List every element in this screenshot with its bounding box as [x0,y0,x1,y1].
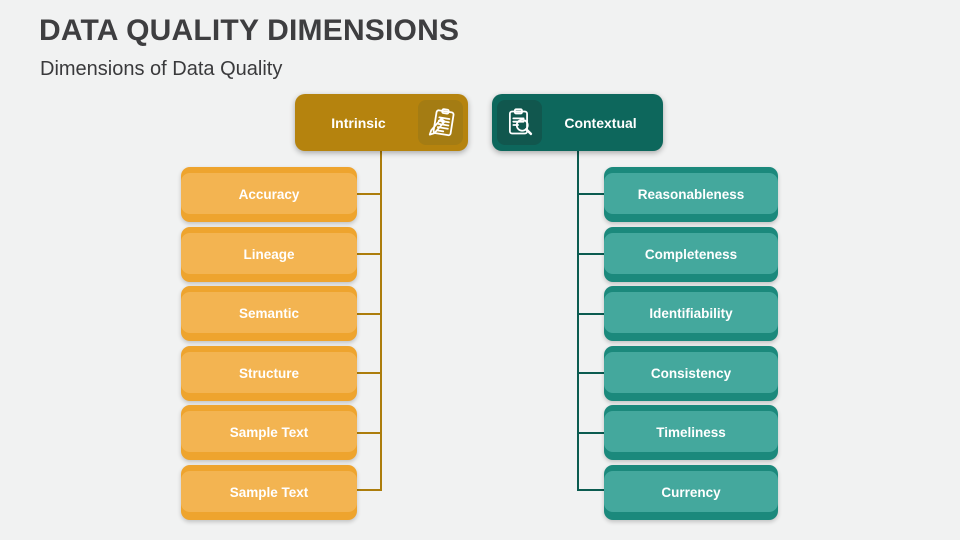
dimension-item: Semantic [181,286,357,341]
dimension-item: Identifiability [604,286,778,341]
notepad-pencil-icon [418,100,463,145]
connector-line [356,372,382,374]
dimension-item-label: Structure [238,366,299,381]
page-subtitle: Dimensions of Data Quality [40,58,283,80]
dimension-item: Currency [604,465,778,520]
intrinsic-header: Intrinsic [295,94,468,151]
dimension-item: Sample Text [181,405,357,460]
connector-line [356,489,382,491]
dimension-item-label: Timeliness [656,425,726,440]
dimension-item: Reasonableness [604,167,778,222]
dimension-item: Structure [181,346,357,401]
connector-line [577,372,605,374]
contextual-header: Contextual [492,94,663,151]
clipboard-search-icon [497,100,542,145]
connector-line [577,313,605,315]
dimension-item: Timeliness [604,405,778,460]
dimension-item: Lineage [181,227,357,282]
connector-line [577,489,605,491]
connector-line [356,193,382,195]
contextual-trunk-connector [577,151,579,491]
contextual-header-label: Contextual [564,114,637,131]
dimension-item-label: Sample Text [229,425,309,440]
dimension-item: Completeness [604,227,778,282]
connector-line [356,432,382,434]
dimension-item-label: Reasonableness [637,187,745,202]
dimension-item-label: Sample Text [229,485,309,500]
intrinsic-header-label: Intrinsic [331,114,386,131]
connector-line [577,253,605,255]
dimension-item: Consistency [604,346,778,401]
dimension-item-label: Identifiability [649,306,733,321]
connector-line [356,253,382,255]
connector-line [577,432,605,434]
dimension-item: Accuracy [181,167,357,222]
dimension-item: Sample Text [181,465,357,520]
connector-line [356,313,382,315]
page-title: DATA QUALITY DIMENSIONS [39,14,460,47]
connector-line [577,193,605,195]
dimension-item-label: Consistency [650,366,732,381]
dimension-item-label: Lineage [243,247,295,262]
dimension-item-label: Completeness [644,247,738,262]
dimension-item-label: Accuracy [238,187,300,202]
dimension-item-label: Semantic [238,306,300,321]
dimension-item-label: Currency [661,485,721,500]
intrinsic-trunk-connector [380,151,382,491]
